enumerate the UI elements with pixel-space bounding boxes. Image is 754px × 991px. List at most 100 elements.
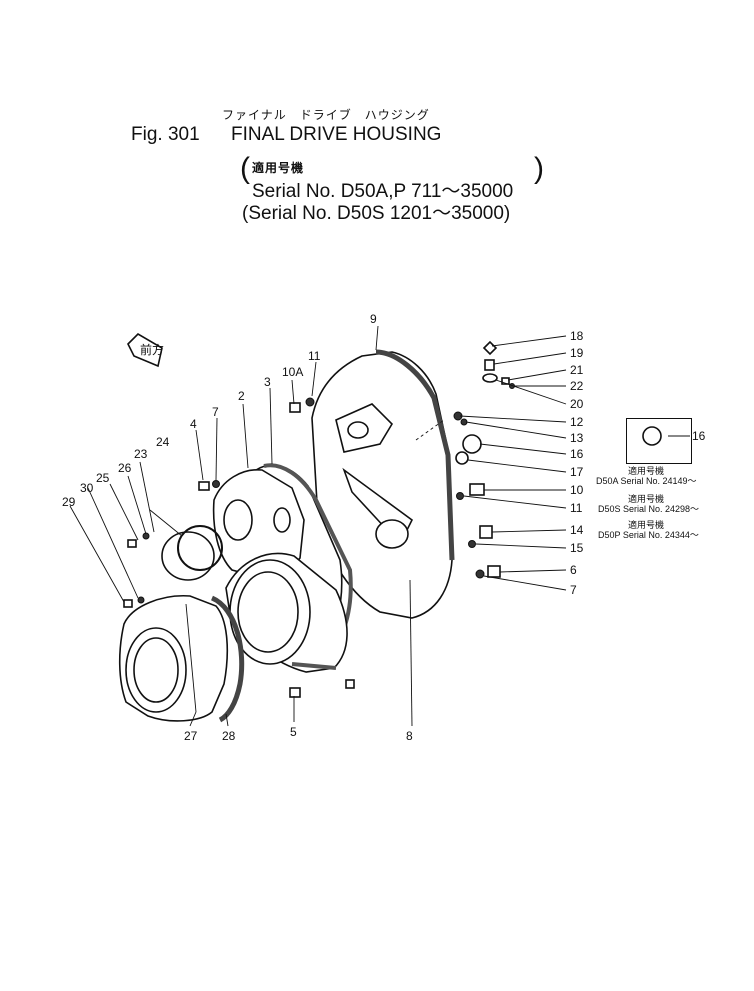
front-marker-label: 前方 <box>140 342 164 357</box>
callout-19: 19 <box>570 346 584 360</box>
part-24-gasket <box>177 525 223 571</box>
leader-16 <box>479 443 567 455</box>
callout-15: 15 <box>570 541 584 555</box>
part-20-breather <box>482 373 498 383</box>
leader-23 <box>139 461 155 533</box>
leader-19 <box>493 352 567 365</box>
leader-3 <box>269 387 273 465</box>
part-29-bolt <box>123 599 133 608</box>
callout-7-left: 7 <box>212 405 219 419</box>
callout-7-right: 7 <box>570 583 577 597</box>
part-10a-bolt <box>289 402 301 413</box>
kana-title: ファイナル ドライブ ハウジング <box>222 108 430 122</box>
part-5-bolt <box>289 687 301 698</box>
callout-20: 20 <box>570 397 584 411</box>
part-7-washer <box>212 480 220 488</box>
paren-close: ) <box>534 152 544 185</box>
part-5-nut <box>345 679 355 689</box>
note-d50a: D50A Serial No. 24149～ <box>596 476 697 486</box>
part-21-cap <box>501 377 510 385</box>
callout-6: 6 <box>570 563 577 577</box>
callout-11-top: 11 <box>308 349 321 363</box>
paren-open: ( <box>240 152 250 185</box>
callout-18: 18 <box>570 329 584 343</box>
page-title: FINAL DRIVE HOUSING <box>231 124 442 145</box>
part-26-bolt <box>127 539 137 548</box>
leader-2 <box>242 403 249 469</box>
part-28-shim <box>210 595 245 723</box>
leader-15 <box>475 543 567 549</box>
part-15-gasket <box>468 540 476 548</box>
part-14-plug <box>479 525 493 539</box>
callout-25: 25 <box>96 471 110 485</box>
leader-7-right <box>483 575 567 591</box>
leader-29 <box>69 505 125 603</box>
leader-9 <box>375 325 379 351</box>
callout-24: 24 <box>156 435 170 449</box>
part-1-main-housing <box>225 552 348 673</box>
leader-30 <box>87 487 139 599</box>
note-d50s: D50S Serial No. 24298～ <box>598 504 700 514</box>
callout-10a: 10A <box>282 365 303 379</box>
figure-number: Fig. 301 <box>131 124 200 145</box>
leader-7-left <box>215 417 218 481</box>
part-18-plug <box>482 340 498 356</box>
leader-18 <box>491 335 567 347</box>
callout-inset-16: 16 <box>692 429 706 443</box>
part-23-cover <box>161 531 215 581</box>
part-27-cage <box>118 595 229 722</box>
callout-13: 13 <box>570 431 584 445</box>
part-19-stud <box>484 359 495 371</box>
part-7-washer-right <box>475 569 485 579</box>
callout-28: 28 <box>222 729 236 743</box>
callout-30: 30 <box>80 481 94 495</box>
callout-14: 14 <box>570 523 584 537</box>
front-marker: 前方 <box>127 332 164 368</box>
callout-2: 2 <box>238 389 245 403</box>
leader-25 <box>109 483 139 541</box>
part-17-oring <box>455 451 469 465</box>
part-11-washer-top <box>305 397 315 407</box>
part-4-bolt <box>198 481 210 491</box>
inset-box <box>626 418 692 464</box>
part-9-housing-cover <box>311 349 455 619</box>
callout-23: 23 <box>134 447 148 461</box>
callout-12: 12 <box>570 415 584 429</box>
part-10-bolt <box>469 483 485 496</box>
callout-17: 17 <box>570 465 584 479</box>
leader-24 <box>149 509 183 537</box>
note-kana-3: 適用号機 <box>628 520 665 530</box>
note-kana-2: 適用号機 <box>628 494 665 504</box>
leader-11-top <box>311 361 317 397</box>
serial-range-2: (Serial No. D50S 1201～35000) <box>242 203 511 224</box>
leader-21 <box>507 369 567 381</box>
leader-11 <box>463 495 567 509</box>
callout-4: 4 <box>190 417 197 431</box>
serial-range-1: Serial No. D50A,P 711～35000 <box>252 181 514 202</box>
part-2-case <box>212 469 305 579</box>
callout-16: 16 <box>570 447 584 461</box>
callout-8: 8 <box>406 729 413 743</box>
callout-11: 11 <box>570 501 583 515</box>
inset-part-16 <box>642 426 662 446</box>
callout-22: 22 <box>570 379 584 393</box>
leader-6 <box>499 569 567 573</box>
leader-12 <box>459 415 567 423</box>
leader-20 <box>495 379 567 405</box>
leader-10a <box>291 379 295 405</box>
leader-28 <box>225 713 229 727</box>
applicable-models-label: 適用号機 <box>252 161 305 175</box>
leader-26 <box>127 475 147 535</box>
callout-3: 3 <box>264 375 271 389</box>
callout-9: 9 <box>370 312 377 326</box>
callout-5: 5 <box>290 725 297 739</box>
leader-17 <box>467 459 567 473</box>
callout-29: 29 <box>62 495 76 509</box>
callout-21: 21 <box>570 363 584 377</box>
callout-26: 26 <box>118 461 132 475</box>
leader-8 <box>409 579 413 727</box>
leader-13 <box>465 421 567 439</box>
part-6-plug <box>487 565 501 578</box>
leader-4 <box>195 429 204 481</box>
part-30-washer <box>137 596 145 604</box>
